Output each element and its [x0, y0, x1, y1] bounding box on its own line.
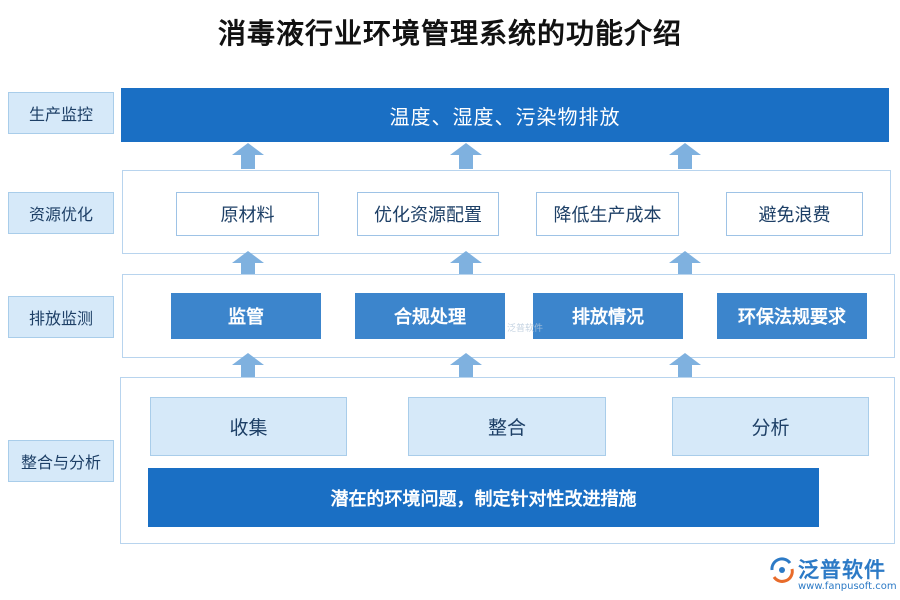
up-arrow-icon — [669, 143, 701, 169]
logo-name: 泛普软件 — [798, 558, 886, 582]
watermark-text: 泛普软件 — [507, 324, 544, 334]
emission-box-status: 排放情况 — [533, 293, 683, 339]
analysis-box-integrate: 整合 — [408, 397, 606, 456]
analysis-box-analyze: 分析 — [672, 397, 869, 456]
resource-box-avoid-waste: 避免浪费 — [726, 192, 863, 236]
brand-logo: 泛普软件 www.fanpusoft.com — [768, 554, 897, 594]
side-label-monitor: 生产监控 — [8, 92, 114, 134]
emission-box-compliance: 合规处理 — [355, 293, 505, 339]
emission-box-supervision: 监管 — [171, 293, 321, 339]
side-label-optimize: 资源优化 — [8, 192, 114, 234]
up-arrow-icon — [669, 353, 701, 379]
logo-icon — [770, 557, 794, 583]
up-arrow-icon — [669, 251, 701, 277]
up-arrow-icon — [450, 353, 482, 379]
page-title: 消毒液行业环境管理系统的功能介绍 — [217, 17, 682, 50]
improvement-bar: 潜在的环境问题，制定针对性改进措施 — [148, 468, 819, 527]
resource-box-reduce-cost: 降低生产成本 — [536, 192, 679, 236]
side-label-analysis: 整合与分析 — [8, 440, 114, 482]
logo-url: www.fanpusoft.com — [798, 581, 897, 592]
emission-box-regulations: 环保法规要求 — [717, 293, 867, 339]
monitor-bar: 温度、湿度、污染物排放 — [121, 88, 889, 142]
side-label-emission: 排放监测 — [8, 296, 114, 338]
resource-box-raw-materials: 原材料 — [176, 192, 319, 236]
analysis-box-collect: 收集 — [150, 397, 347, 456]
up-arrow-icon — [232, 251, 264, 277]
up-arrow-icon — [450, 251, 482, 277]
resource-box-optimize-allocation: 优化资源配置 — [357, 192, 499, 236]
up-arrow-icon — [450, 143, 482, 169]
up-arrow-icon — [232, 353, 264, 379]
up-arrow-icon — [232, 143, 264, 169]
